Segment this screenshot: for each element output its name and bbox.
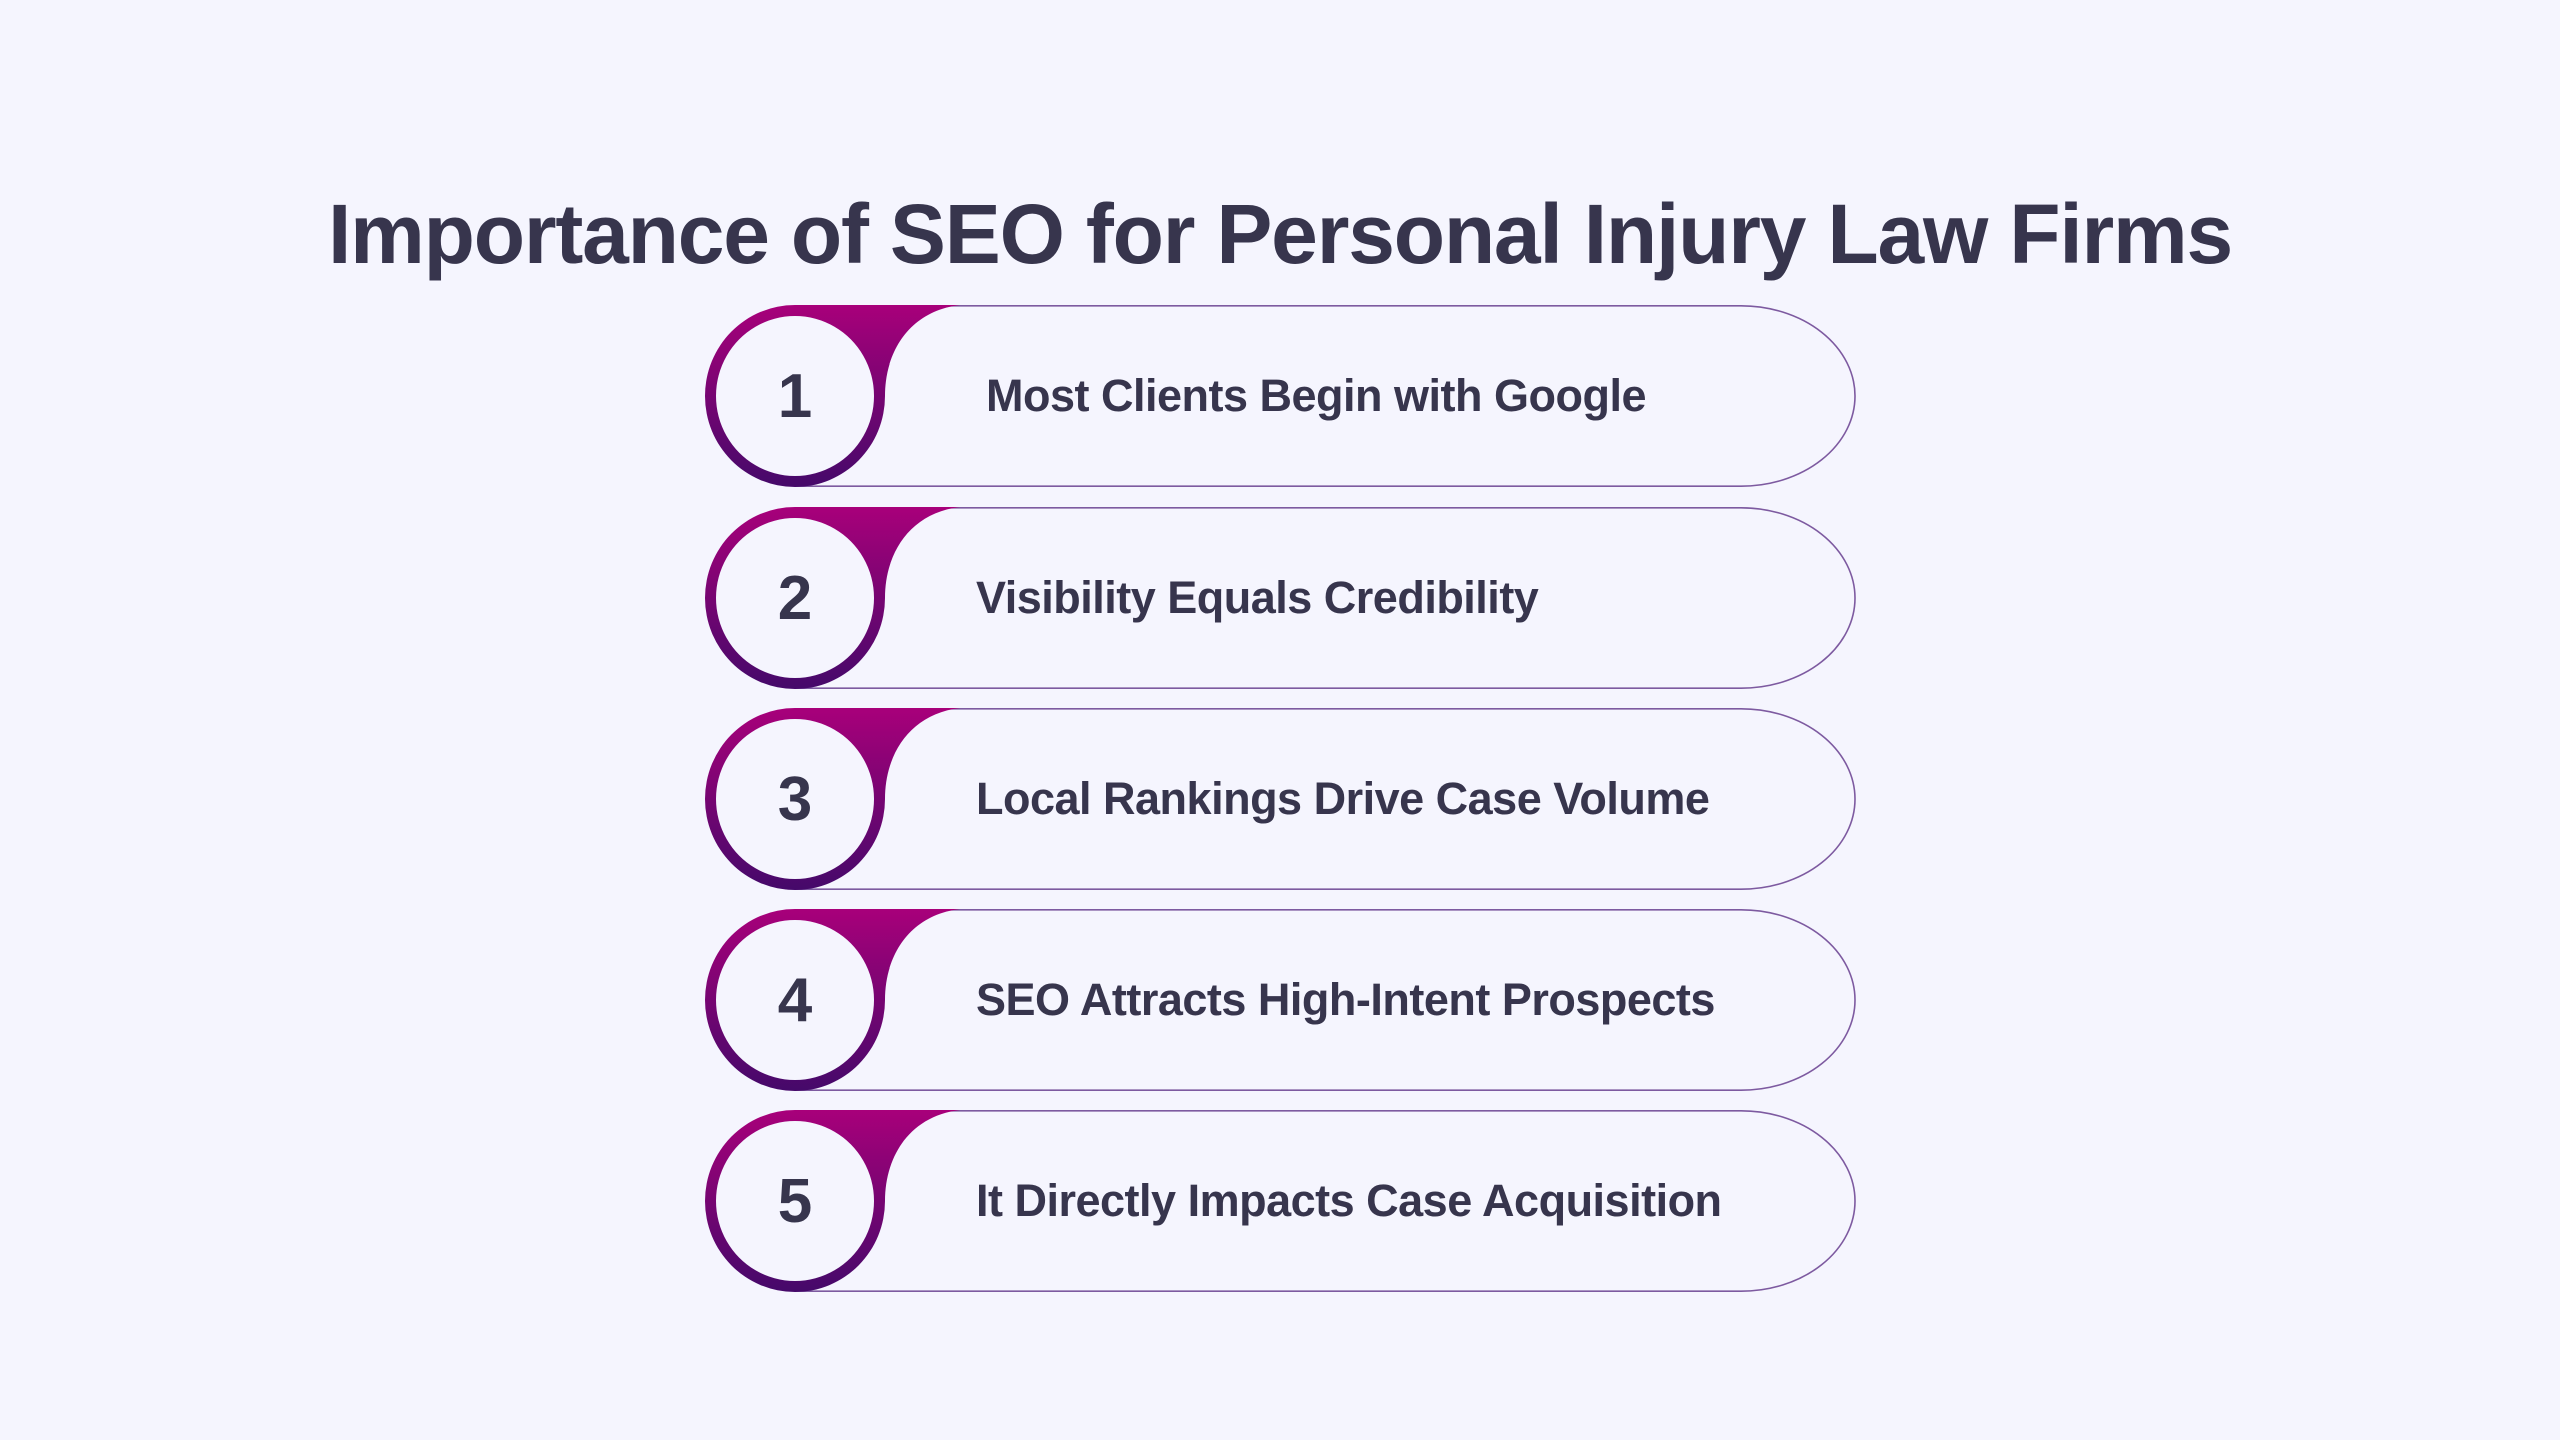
- step-number: 3: [777, 764, 813, 834]
- list-item: 2 Visibility Equals Credibility: [704, 507, 1856, 689]
- step-number: 2: [777, 563, 813, 633]
- step-label: It Directly Impacts Case Acquisition: [976, 1175, 1722, 1226]
- pill-frame-shape: [705, 1110, 1856, 1292]
- step-label: Visibility Equals Credibility: [976, 572, 1539, 623]
- pill-frame-shape: [705, 708, 1856, 890]
- pill-frame-shape: [705, 909, 1856, 1091]
- page-title: Importance of SEO for Personal Injury La…: [327, 187, 2233, 282]
- step-number: 1: [777, 361, 813, 431]
- step-label: Local Rankings Drive Case Volume: [976, 773, 1710, 824]
- list-item: 3 Local Rankings Drive Case Volume: [704, 708, 1856, 890]
- pill-frame-shape: [705, 305, 1856, 487]
- list-item: 5 It Directly Impacts Case Acquisition: [704, 1110, 1856, 1292]
- step-label: Most Clients Begin with Google: [986, 370, 1647, 421]
- pill-frame-shape: [705, 507, 1856, 689]
- step-label: SEO Attracts High-Intent Prospects: [976, 974, 1715, 1025]
- list-item: 1 Most Clients Begin with Google: [704, 305, 1856, 487]
- list-item: 4 SEO Attracts High-Intent Prospects: [704, 909, 1856, 1091]
- step-number: 5: [777, 1166, 813, 1236]
- step-number: 4: [777, 965, 813, 1035]
